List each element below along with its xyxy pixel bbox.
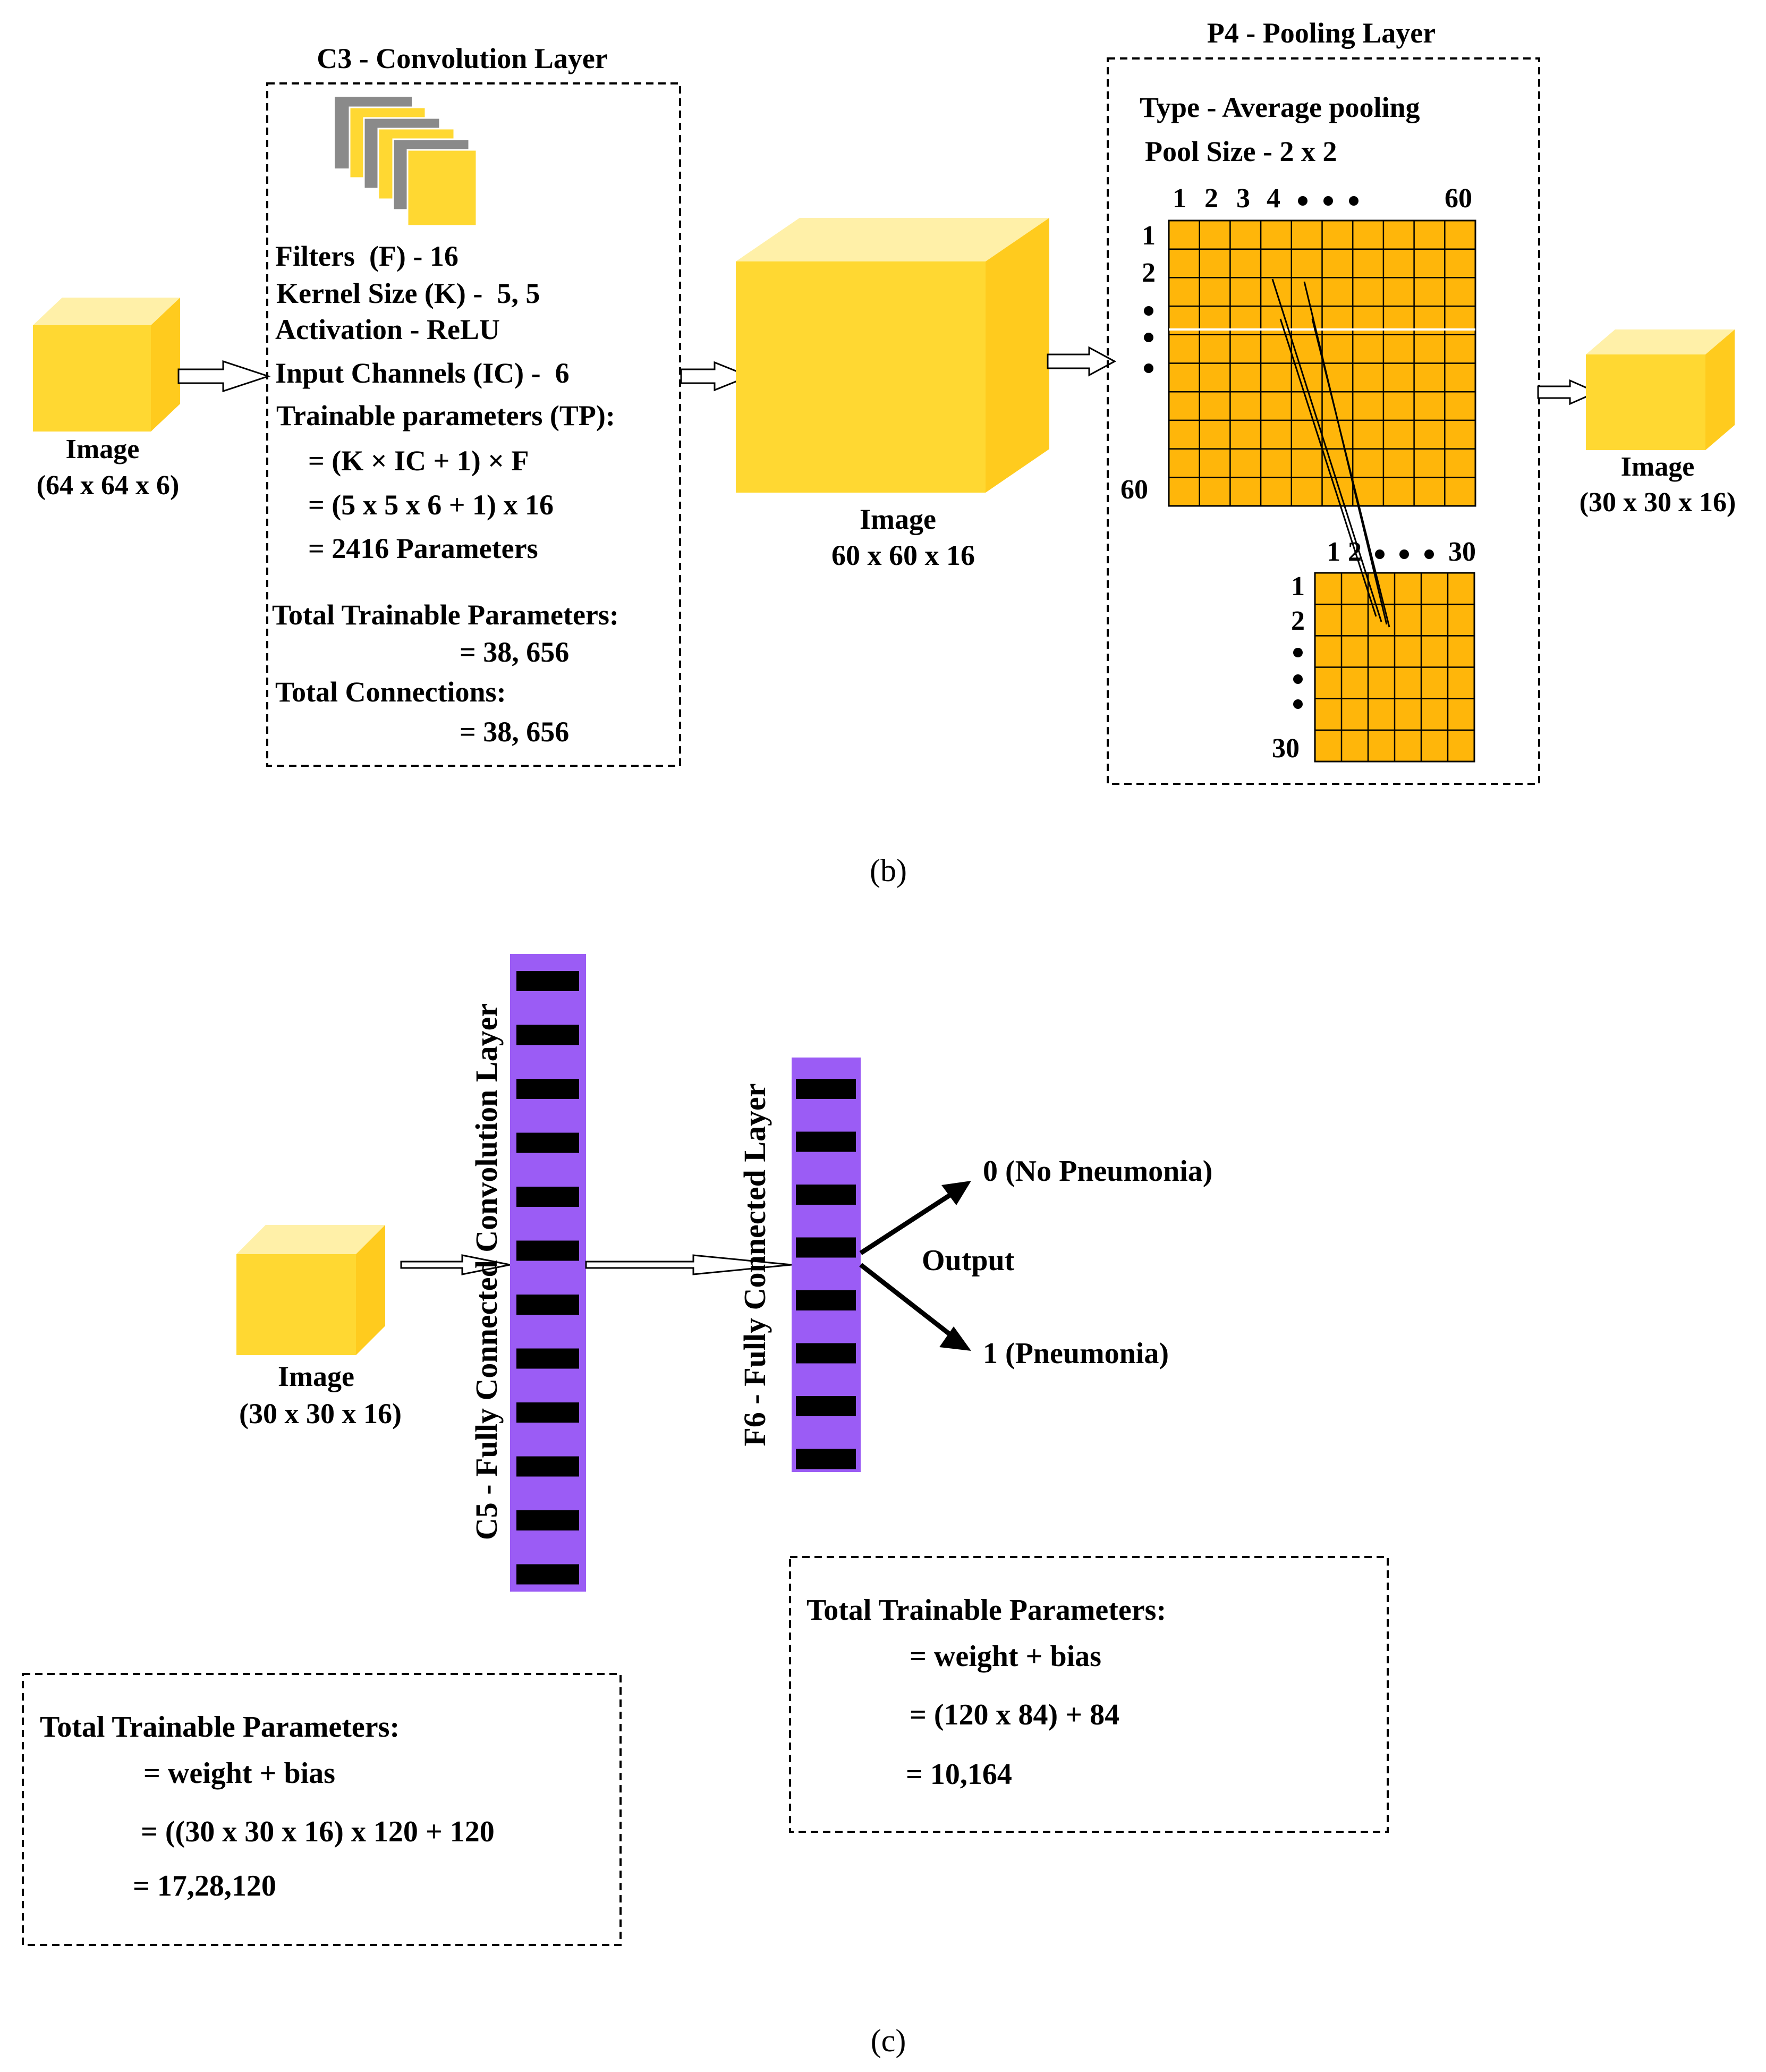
- f6-neuron: [796, 1449, 856, 1469]
- output-arrows: [859, 1181, 971, 1351]
- arrow-image-to-pool: [1047, 346, 1117, 377]
- output-image-dims-b: (30 x 30 x 16): [1580, 487, 1736, 518]
- f6-params-line-3: = 10,164: [906, 1758, 1012, 1791]
- c5-neuron: [516, 971, 579, 991]
- conv-line-kernel: Kernel Size (K) - 5, 5: [276, 277, 540, 309]
- pool-type-line: Type - Average pooling: [1140, 91, 1420, 123]
- conv-line-tp-values: = (5 x 5 x 6 + 1) x 16: [308, 489, 554, 521]
- output-class-1: 1 (Pneumonia): [983, 1337, 1169, 1370]
- big-grid-row-last: 60: [1120, 475, 1148, 505]
- c5-params-line-1: = weight + bias: [143, 1757, 335, 1790]
- conv-line-tp-formula: = (K × IC + 1) × F: [308, 445, 529, 477]
- c5-neuron: [516, 1510, 579, 1530]
- arrow-input-to-c5: [400, 1254, 511, 1275]
- conv-line-tp-heading: Trainable parameters (TP):: [276, 400, 615, 432]
- big-grid-row-2: 2: [1142, 258, 1156, 288]
- conv-line-total-conn-heading: Total Connections:: [275, 676, 506, 708]
- output-image-cube-b: [1586, 329, 1735, 450]
- f6-params-box: [789, 1556, 1389, 1833]
- conv-line-input-channels: Input Channels (IC) - 6: [275, 357, 570, 389]
- conv-line-total-tp-heading: Total Trainable Parameters:: [272, 599, 619, 631]
- c5-neuron: [516, 1348, 579, 1369]
- conv-line-total-conn-value: = 38, 656: [460, 716, 569, 748]
- pool-size-line: Pool Size - 2 x 2: [1145, 136, 1337, 167]
- f6-layer-label: F6 - Fully Connected Layer: [737, 1083, 772, 1446]
- f6-params-heading: Total Trainable Parameters:: [806, 1594, 1166, 1627]
- c5-params-heading: Total Trainable Parameters:: [40, 1711, 400, 1744]
- small-grid-row-last: 30: [1272, 733, 1300, 764]
- c5-layer-label: C5 - Fully Connected Convolution Layer: [469, 1003, 504, 1540]
- c5-params-line-2: = ((30 x 30 x 16) x 120 + 120: [141, 1815, 495, 1848]
- f6-neuron: [796, 1185, 856, 1205]
- small-grid-col-last: 30: [1448, 537, 1476, 567]
- c5-neuron: [516, 1132, 579, 1153]
- output-image-label-b: Image: [1621, 452, 1695, 482]
- conv-layer-box: [266, 82, 681, 767]
- c5-neuron: [516, 1025, 579, 1045]
- big-grid-col-1: 1: [1173, 183, 1186, 214]
- c5-neuron: [516, 1402, 579, 1423]
- pooling-output-grid: [1314, 572, 1475, 763]
- arrow-conv-to-image: [680, 361, 752, 392]
- pooling-connection-lines: [1271, 278, 1390, 628]
- caption-b: (b): [870, 853, 907, 888]
- c5-params-box: [22, 1673, 622, 1946]
- pooling-input-grid: [1168, 219, 1476, 507]
- c5-neuron: [516, 1079, 579, 1099]
- c5-neuron: [516, 1295, 579, 1315]
- conv-line-total-tp-value: = 38, 656: [460, 636, 569, 668]
- input-image-cube-b: [33, 298, 180, 432]
- input-image-cube-c: [236, 1225, 385, 1355]
- c5-layer-column: [510, 954, 586, 1592]
- big-grid-col-4: 4: [1267, 183, 1280, 214]
- conv-line-activation: Activation - ReLU: [275, 314, 500, 345]
- input-image-label-c: Image: [278, 1360, 354, 1392]
- input-image-label-b: Image: [66, 434, 140, 464]
- conv-layer-details: Filters (F) - 16 Kernel Size (K) - 5, 5 …: [272, 240, 619, 748]
- conv-line-filters: Filters (F) - 16: [275, 240, 459, 272]
- output-label: Output: [922, 1244, 1015, 1277]
- middle-image-cube-b: [736, 218, 1049, 493]
- big-grid-col-2: 2: [1204, 183, 1218, 214]
- big-grid-row-1: 1: [1142, 221, 1156, 251]
- c5-neuron: [516, 1187, 579, 1207]
- f6-neuron: [796, 1079, 856, 1099]
- pool-layer-title: P4 - Pooling Layer: [1207, 17, 1436, 49]
- f6-params-text: Total Trainable Parameters: = weight + b…: [806, 1594, 1166, 1791]
- c5-params-text: Total Trainable Parameters: = weight + b…: [40, 1711, 495, 1902]
- small-grid-row-1: 1: [1291, 571, 1305, 602]
- conv-layer-title: C3 - Convolution Layer: [317, 43, 608, 74]
- c5-neuron: [516, 1564, 579, 1585]
- f6-neuron: [796, 1396, 856, 1416]
- big-grid-col-last: 60: [1445, 183, 1472, 214]
- input-image-dims-c: (30 x 30 x 16): [239, 1398, 402, 1430]
- f6-params-line-1: = weight + bias: [910, 1640, 1101, 1673]
- f6-neuron: [796, 1290, 856, 1310]
- small-grid-row-2: 2: [1291, 606, 1305, 636]
- arrow-c5-to-f6: [585, 1254, 792, 1275]
- f6-neuron: [796, 1343, 856, 1364]
- arrow-pool-to-image: [1537, 379, 1599, 405]
- middle-image-dims: 60 x 60 x 16: [831, 539, 975, 571]
- big-grid-col-3: 3: [1236, 183, 1250, 214]
- c5-params-line-3: = 17,28,120: [133, 1870, 276, 1902]
- pool-layer-box: [1107, 57, 1540, 785]
- f6-neuron: [796, 1131, 856, 1152]
- f6-params-line-2: = (120 x 84) + 84: [910, 1698, 1119, 1731]
- small-grid-col-1: 1: [1327, 537, 1340, 567]
- middle-image-label: Image: [860, 503, 936, 535]
- f6-layer-column: [792, 1058, 861, 1472]
- conv-line-tp-result: = 2416 Parameters: [308, 532, 538, 564]
- output-class-0: 0 (No Pneumonia): [983, 1155, 1212, 1188]
- f6-neuron: [796, 1237, 856, 1258]
- c5-neuron: [516, 1456, 579, 1477]
- caption-c: (c): [871, 2023, 906, 2058]
- c5-neuron: [516, 1240, 579, 1261]
- arrow-input-to-conv: [177, 360, 271, 393]
- filter-stack-icon: [335, 97, 478, 227]
- input-image-dims-b: (64 x 64 x 6): [37, 470, 180, 501]
